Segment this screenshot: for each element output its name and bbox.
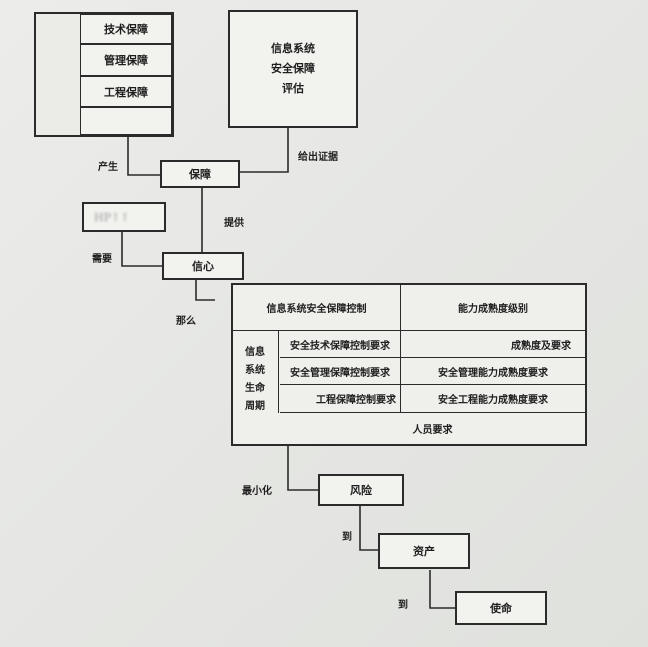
eval-box: 信息系统 安全保障 评估 bbox=[228, 10, 358, 128]
eval-line-1: 信息系统 bbox=[271, 42, 315, 55]
stack-item-blank bbox=[80, 107, 172, 135]
row-3-right: 安全工程能力成熟度要求 bbox=[401, 385, 585, 413]
node-assurance-label: 保障 bbox=[189, 168, 211, 181]
stack-item-technical-label: 技术保障 bbox=[104, 23, 148, 36]
connector-risk-to-assets bbox=[359, 505, 378, 551]
node-mission-label: 使命 bbox=[490, 602, 512, 615]
lifecycle-divider bbox=[278, 331, 279, 413]
lifecycle-char-1: 信息 bbox=[245, 347, 265, 358]
connector-stack-to-assurance bbox=[127, 135, 160, 176]
stack-item-management-label: 管理保障 bbox=[104, 54, 148, 67]
node-confidence: 信心 bbox=[162, 252, 244, 280]
label-so: 那么 bbox=[176, 316, 196, 327]
table-header-left: 信息系统安全保障控制 bbox=[233, 285, 401, 331]
lifecycle-char-4: 周期 bbox=[245, 401, 265, 412]
eval-line-2: 安全保障 bbox=[271, 62, 315, 75]
lifecycle-char-3: 生命 bbox=[245, 383, 265, 394]
node-assets: 资产 bbox=[378, 533, 470, 569]
stack-item-engineering-label: 工程保障 bbox=[104, 85, 148, 99]
stack-item-engineering: 工程保障 bbox=[80, 76, 172, 107]
row-2-right: 安全管理能力成熟度要求 bbox=[401, 358, 585, 385]
label-to-2: 到 bbox=[398, 600, 408, 611]
node-small-box-label: HP↑↑ bbox=[94, 210, 130, 224]
node-assets-label: 资产 bbox=[413, 545, 435, 558]
node-assurance: 保障 bbox=[160, 160, 240, 188]
label-produce: 产生 bbox=[98, 162, 118, 173]
connector-table-to-risk bbox=[287, 445, 318, 491]
lifecycle-column: 信息 系统 生命 周期 bbox=[233, 344, 277, 416]
node-mission: 使命 bbox=[455, 591, 547, 625]
row-3-left: 工程保障控制要求 bbox=[280, 385, 401, 413]
table-header-right: 能力成熟度级别 bbox=[401, 285, 585, 331]
row-2-left: 安全管理保障控制要求 bbox=[280, 358, 401, 385]
label-need: 需要 bbox=[92, 254, 112, 265]
connector-confidence-to-table bbox=[195, 280, 215, 301]
row-1-left: 安全技术保障控制要求 bbox=[280, 331, 401, 358]
connector-eval-to-assurance bbox=[240, 128, 289, 173]
label-minimize: 最小化 bbox=[242, 486, 272, 497]
stack-item-technical: 技术保障 bbox=[80, 14, 172, 44]
node-confidence-label: 信心 bbox=[192, 260, 214, 273]
control-table bbox=[231, 283, 587, 446]
lifecycle-char-2: 系统 bbox=[245, 365, 265, 376]
stack-item-management: 管理保障 bbox=[80, 44, 172, 76]
connector-small-to-confidence bbox=[121, 232, 162, 267]
row-1-right: 成熟度及要求 bbox=[401, 331, 585, 358]
label-provide: 提供 bbox=[224, 218, 244, 229]
connector-assets-to-mission bbox=[429, 570, 455, 609]
label-evidence: 给出证据 bbox=[298, 152, 338, 163]
node-risk: 风险 bbox=[318, 474, 404, 506]
label-to-1: 到 bbox=[342, 532, 352, 543]
row-personnel: 人员要求 bbox=[412, 425, 453, 436]
node-risk-label: 风险 bbox=[350, 484, 372, 497]
eval-line-3: 评估 bbox=[282, 82, 304, 95]
node-small-box: HP↑↑ bbox=[82, 202, 166, 232]
